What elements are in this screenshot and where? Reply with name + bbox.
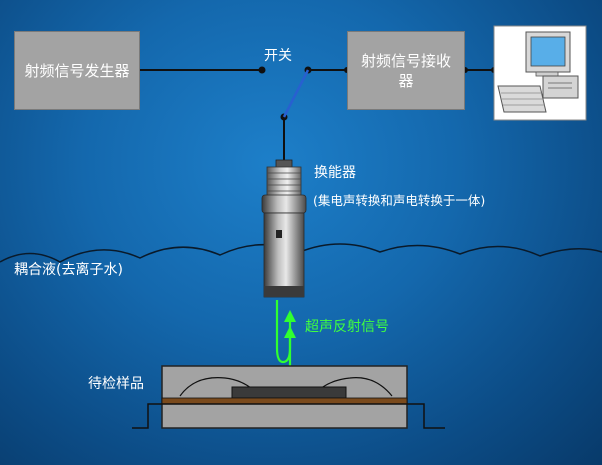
- generator-label: 射频信号发生器: [24, 61, 130, 80]
- receiver-label: 射频信号接收器: [360, 51, 451, 90]
- echo-arrowheads: [284, 310, 296, 338]
- switch-arm: [282, 69, 310, 118]
- generator-box: 射频信号发生器: [14, 31, 140, 110]
- transducer-label: 换能器: [314, 165, 356, 181]
- transducer-probe: [261, 159, 307, 298]
- switch-label: 开关: [264, 48, 292, 64]
- signal-wiring: [140, 69, 494, 162]
- sample-label: 待检样品: [88, 376, 144, 392]
- couplant-label: 耦合液(去离子水): [14, 262, 123, 278]
- echo-label: 超声反射信号: [305, 319, 389, 335]
- sample-assembly: [132, 365, 445, 429]
- computer-icon: [493, 25, 587, 121]
- transducer-note-label: (集电声转换和声电转换于一体): [313, 193, 486, 208]
- receiver-box: 射频信号接收器: [347, 31, 465, 110]
